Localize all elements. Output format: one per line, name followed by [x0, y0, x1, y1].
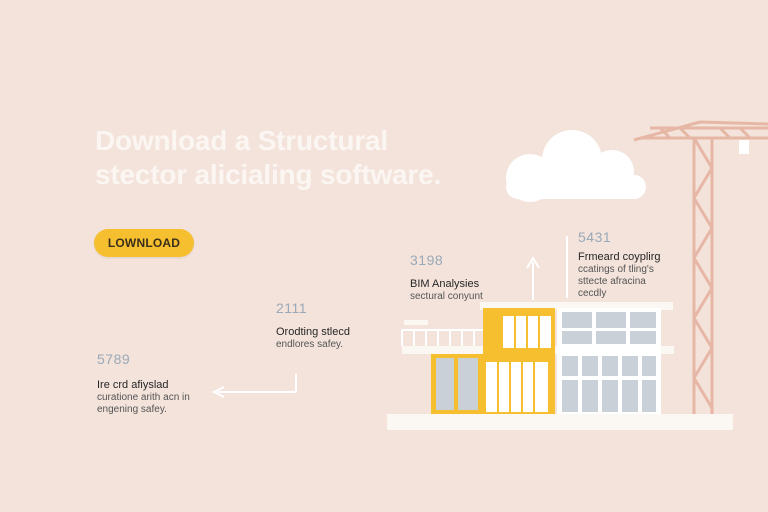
stat-number: 5789: [97, 351, 131, 367]
stat-title: BIM Analysies: [410, 278, 480, 290]
stat-block: 5789 Ire crd afiyslad curatione arith ac…: [97, 351, 190, 416]
stat-desc: ccatings of tling's: [578, 264, 654, 275]
hero-title-line2: stector alicialing software.: [95, 159, 442, 190]
roof-slab: [480, 302, 673, 310]
stat-number: 3198: [410, 252, 444, 268]
ground-slab: [387, 414, 733, 430]
stat-desc: curatione arith acn in: [97, 392, 190, 403]
stat-number: 5431: [578, 229, 612, 245]
hero-title-line1: Download a Structural: [95, 125, 388, 156]
stat-block: 3198 BIM Analysies sectural conyunt: [410, 252, 483, 303]
crane-hook-icon: [739, 140, 749, 154]
stat-desc: sttecte afracina: [578, 276, 646, 287]
hero-title: Download a Structural stector alicialing…: [95, 124, 515, 192]
stat-desc: sectural conyunt: [410, 291, 483, 302]
stat-desc: engening safey.: [97, 404, 167, 415]
stat-title: Frmeard coyplirg: [578, 251, 661, 263]
stat-desc: cecdly: [578, 288, 607, 299]
crane-icon: [633, 120, 768, 415]
cloud-icon: [506, 130, 646, 202]
stat-block: 5431 Frmeard coyplirg ccatings of tling'…: [578, 229, 661, 300]
balcony-railing: [401, 329, 483, 346]
stat-title: Orodting stlecd: [276, 326, 350, 338]
stat-number: 2111: [276, 300, 308, 316]
stat-desc: endlores safey.: [276, 339, 344, 350]
stat-block: 2111 Orodting stlecd endlores safey.: [276, 300, 350, 351]
stat-title: Ire crd afiyslad: [97, 379, 169, 391]
connector-lines: [211, 236, 568, 398]
download-button[interactable]: LOWNLOAD: [94, 229, 194, 257]
